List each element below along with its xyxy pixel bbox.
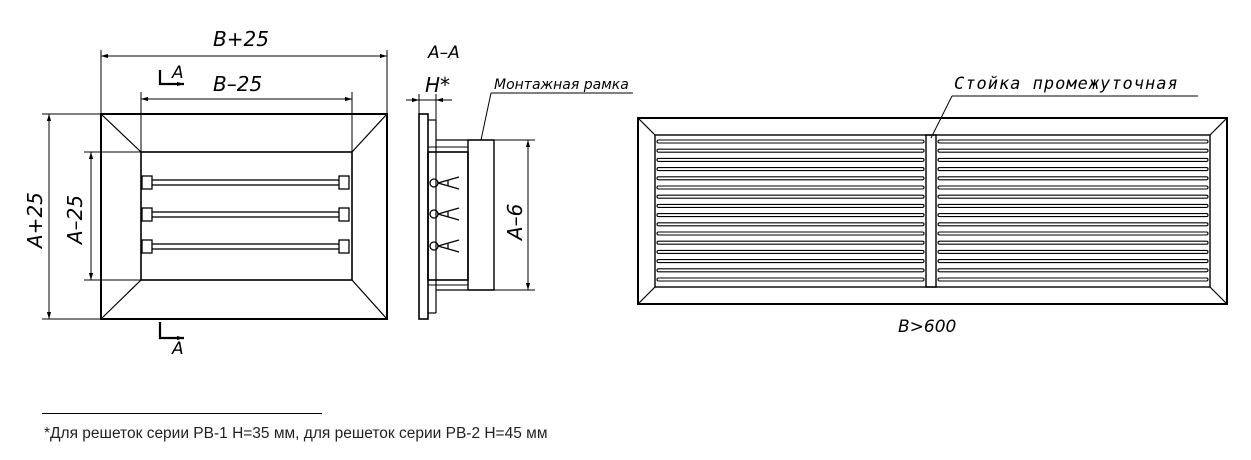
front-view	[42, 50, 388, 341]
footnote-rule	[42, 413, 322, 414]
blade	[656, 194, 925, 199]
dim-outer-height: A+25	[23, 192, 47, 250]
blade	[656, 249, 925, 254]
blade	[149, 211, 343, 218]
dim-wide-width: B>600	[898, 317, 956, 337]
blade	[937, 249, 1209, 254]
blade	[937, 213, 1209, 218]
blade	[937, 240, 1209, 245]
section-flange	[418, 113, 429, 320]
front-blades	[141, 175, 350, 254]
wide-blades	[656, 139, 1209, 282]
blade	[937, 185, 1209, 190]
blade	[656, 231, 925, 236]
intermediate-post	[925, 134, 937, 288]
mounting-frame	[467, 139, 495, 291]
blade	[937, 139, 1209, 144]
blade	[937, 268, 1209, 273]
blade	[656, 157, 925, 162]
blade	[937, 148, 1209, 153]
post-label: Стойка промежуточная	[954, 74, 1179, 94]
wide-view	[637, 95, 1228, 305]
blade	[656, 185, 925, 190]
section-title: A–A	[427, 43, 460, 63]
dim-depth: H*	[425, 73, 450, 97]
blade	[937, 277, 1209, 282]
blade	[656, 277, 925, 282]
blade	[937, 194, 1209, 199]
blade	[656, 148, 925, 153]
blade	[937, 259, 1209, 264]
blade	[656, 259, 925, 264]
dim-inner-width: B–25	[213, 72, 262, 96]
blade	[656, 222, 925, 227]
mounting-frame-label: Монтажная рамка	[494, 77, 629, 93]
section-view	[406, 92, 633, 320]
front-outer-frame	[100, 113, 388, 320]
dim-inner-height: A–25	[63, 195, 87, 246]
blade	[656, 268, 925, 273]
wide-inner-opening	[654, 134, 1211, 288]
blade	[937, 222, 1209, 227]
section-mark-top: A	[171, 63, 184, 83]
front-inner-opening	[140, 151, 353, 281]
blade	[149, 243, 343, 250]
blade	[656, 139, 925, 144]
blade	[656, 213, 925, 218]
footnote: *Для решеток серии РВ-1 Н=35 мм, для реш…	[44, 425, 548, 442]
blade	[937, 157, 1209, 162]
section-mark-bottom: A	[171, 339, 184, 359]
dim-outer-width: B+25	[213, 27, 269, 51]
blade	[937, 167, 1209, 172]
wide-outer-frame	[637, 117, 1228, 305]
blade	[937, 203, 1209, 208]
blade	[656, 203, 925, 208]
dim-section-height: A–6	[503, 204, 527, 242]
blade	[937, 176, 1209, 181]
section-blades	[429, 176, 460, 253]
blade	[149, 179, 343, 186]
blade	[937, 231, 1209, 236]
blade	[656, 176, 925, 181]
blade	[656, 167, 925, 172]
blade	[656, 240, 925, 245]
